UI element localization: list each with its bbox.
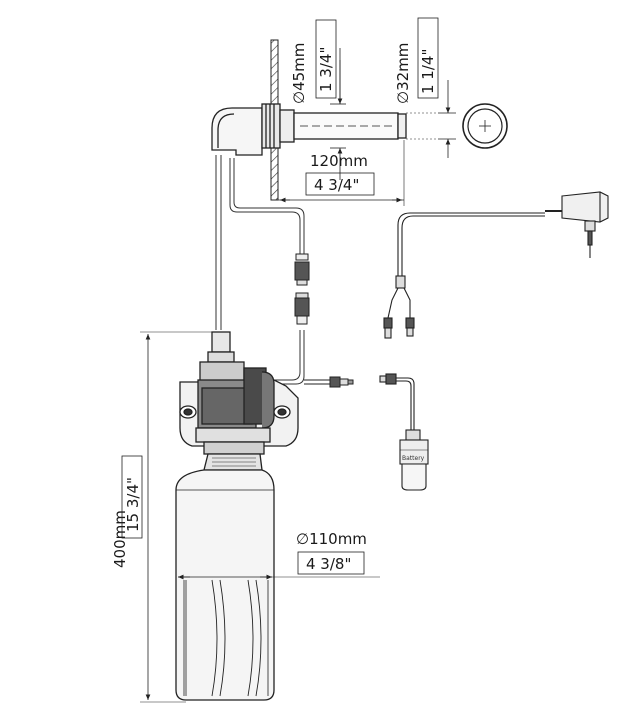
dim-400-imperial: 15 3/4" — [124, 477, 142, 532]
dim-120-imperial: 4 3/4" — [314, 176, 359, 194]
dim-45-imperial: 1 3/4" — [317, 47, 335, 92]
dim-32-imperial: 1 1/4" — [419, 49, 437, 94]
battery-pack — [379, 373, 429, 491]
nozzle-end-view — [462, 103, 508, 149]
soap-bottle — [175, 453, 275, 701]
battery-label: Battery — [402, 455, 425, 462]
dimension-diameter-110: ∅110mm 4 3/8" — [178, 530, 380, 580]
dimension-height-400: 400mm 15 3/4" — [111, 331, 212, 703]
dimension-diameter-45: ∅45mm 1 3/4" — [290, 19, 346, 180]
side-cable — [304, 376, 354, 388]
cable-connectors — [294, 253, 310, 325]
spout — [211, 103, 407, 156]
dim-110-imperial: 4 3/8" — [306, 555, 351, 573]
power-adapter — [383, 191, 609, 339]
dim-45-metric: ∅45mm — [290, 43, 308, 104]
dim-120-metric: 120mm — [310, 152, 368, 170]
dimension-diameter-32: ∅32mm 1 1/4" — [394, 17, 456, 158]
dim-32-metric: ∅32mm — [394, 43, 412, 104]
dim-110-metric: ∅110mm — [296, 530, 367, 548]
supply-tubes — [215, 155, 305, 385]
dimension-length-120: 120mm 4 3/4" — [278, 140, 405, 206]
dim-400-metric: 400mm — [111, 510, 129, 568]
pump-housing — [179, 331, 299, 455]
